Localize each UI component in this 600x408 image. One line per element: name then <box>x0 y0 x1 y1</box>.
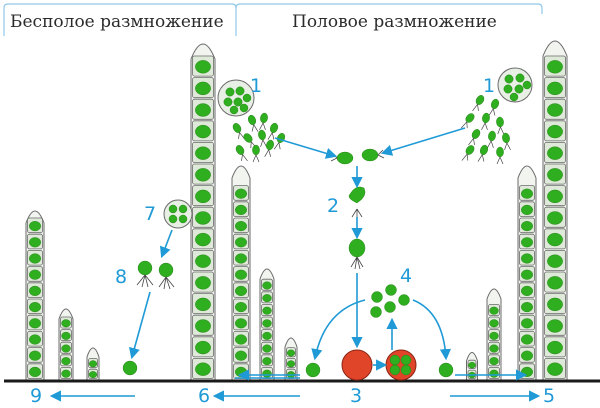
germinating-zygote <box>385 349 417 381</box>
label-8: 8 <box>115 266 127 288</box>
label-2: 2 <box>327 195 339 217</box>
label-4: 4 <box>400 265 412 287</box>
gamete <box>472 95 485 112</box>
cycle-arrows <box>49 127 541 402</box>
gamete <box>461 145 475 161</box>
label-9: 9 <box>30 385 42 407</box>
gamete <box>232 123 245 140</box>
sexual-header: Половое размножение <box>292 12 497 32</box>
label-5: 5 <box>543 385 555 407</box>
filament-right-2 <box>517 165 537 381</box>
label-7: 7 <box>144 203 156 225</box>
settled-zoospore-asexual <box>122 360 138 376</box>
gamete <box>235 145 248 162</box>
gamete <box>487 130 496 149</box>
settled-zoospore-right <box>438 362 454 378</box>
gamete <box>477 144 488 162</box>
gamete <box>248 114 259 132</box>
gamete <box>243 133 258 149</box>
gamete <box>267 122 278 140</box>
gamete <box>259 112 268 131</box>
filament-right-4 <box>466 352 478 381</box>
gamete <box>252 144 260 163</box>
filament-left-4 <box>284 337 298 381</box>
filament-mature-left <box>190 43 216 381</box>
gamete <box>481 112 490 131</box>
settled-zoospore-left <box>305 362 321 378</box>
label-1-right: 1 <box>483 75 495 97</box>
gametangium-left <box>217 79 255 117</box>
gamete <box>496 146 504 165</box>
filament-asexual-2 <box>58 308 74 381</box>
fusing-gametes <box>330 148 385 270</box>
gamete <box>496 116 505 135</box>
gamete <box>488 98 499 116</box>
zygote <box>341 349 373 381</box>
gamete-swarm <box>232 95 511 165</box>
filament-asexual-3 <box>86 347 100 381</box>
filament-left-3 <box>259 268 275 381</box>
gamete <box>258 129 267 148</box>
label-1-left: 1 <box>250 75 262 97</box>
gamete <box>468 129 481 146</box>
label-3: 3 <box>350 385 362 407</box>
label-6: 6 <box>198 385 210 407</box>
gamete <box>264 139 274 157</box>
filament-group <box>25 40 568 381</box>
filament-asexual-1 <box>25 210 45 381</box>
gamete <box>502 132 511 151</box>
zoospores-from-zygote <box>370 284 410 318</box>
gametangium-right <box>497 67 533 103</box>
filament-mature-right <box>542 40 568 381</box>
asexual-header: Бесполое размножение <box>10 12 224 32</box>
filament-left-2 <box>231 165 251 381</box>
sexual-header-bracket <box>235 3 543 14</box>
zoosporangium <box>163 199 193 229</box>
gamete <box>460 113 475 129</box>
filament-right-3 <box>486 288 502 381</box>
free-zoospores <box>136 260 175 290</box>
